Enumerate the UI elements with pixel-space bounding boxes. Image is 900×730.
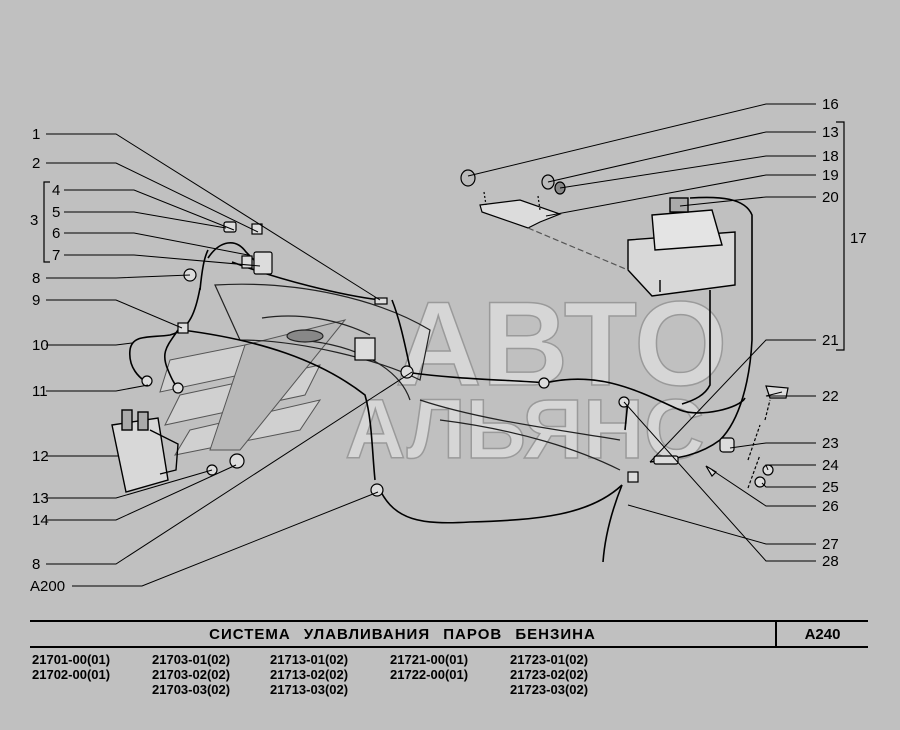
callout-leader [72,491,379,587]
callout-leader [64,254,261,267]
callout-leader [46,162,259,233]
callout-leader [729,442,816,449]
callout-label: 26 [822,498,839,515]
model-code: 21702-00(01) [32,667,111,682]
watermark-line2: АЛЬЯНС [345,382,705,476]
model-column: 21723-01(02) 21723-02(02) 21723-03(02) [510,652,588,697]
callout-leader [559,155,816,189]
callout-label: 23 [822,435,839,452]
callout-leader [46,133,381,301]
model-code: 21703-01(02) [152,652,231,667]
callout-leader [623,401,816,562]
callout-label: 5 [52,204,60,221]
callout-leader [46,299,183,329]
title-bar: СИСТЕМА УЛАВЛИВАНИЯ ПАРОВ БЕНЗИНА A240 [30,620,868,648]
callout-label: 10 [32,337,49,354]
callout-leader [761,482,816,488]
callout-leader [765,464,816,471]
model-code: 21721-00(01) [390,652,469,667]
callout-label: 6 [52,225,60,242]
model-code: 21723-02(02) [510,667,589,682]
model-code: 21722-00(01) [390,667,469,682]
callout-leader [46,469,213,499]
callout-label: 21 [822,332,839,349]
callout-label: 2 [32,155,40,172]
car-body-floor [214,283,621,471]
diagram-code: A240 [804,626,841,643]
separator-tank [627,197,736,297]
callout-leader [64,189,235,231]
callout-leader [711,469,816,507]
title-separator [775,622,777,646]
parts-diagram: АВТО АЛЬЯНС [30,96,867,595]
model-code: 21713-03(02) [270,682,349,697]
model-code: 21713-02(02) [270,667,349,682]
callout-label: 27 [822,536,839,553]
callout-leader [46,371,413,565]
callout-label: 25 [822,479,839,496]
callout-label: 20 [822,189,839,206]
callout-label: 8 [32,556,40,573]
model-list: 21701-00(01) 21702-00(01) 21703-01(02) 2… [32,652,652,722]
callout-leader [467,103,816,177]
callout-leader [545,174,816,217]
model-code: 21701-00(01) [32,652,111,667]
callout-layer: 12456738910111213148A2001613181920172122… [30,96,867,595]
callout-leader [64,232,249,256]
callout-leader [46,464,237,521]
adsorber-canister [111,409,179,493]
callout-label: 3 [30,212,38,229]
callout-label: 17 [850,230,867,247]
callout-label: 1 [32,126,40,143]
callout-label: 13 [32,490,49,507]
callout-label: 18 [822,148,839,165]
group-bracket [836,121,845,351]
callout-leader [649,339,816,463]
model-column: 21721-00(01) 21722-00(01) [390,652,468,682]
model-code: 21713-01(02) [270,652,349,667]
model-code: 21703-03(02) [152,682,231,697]
callout-leader [765,391,816,397]
callout-label: 8 [32,270,40,287]
bracket-assembly [460,169,771,489]
callout-leader [547,131,816,183]
callout-leader [46,274,191,279]
callout-label: 11 [32,383,48,400]
callout-leader [627,504,816,545]
model-column: 21713-01(02) 21713-02(02) 21713-03(02) [270,652,348,697]
watermark-line1: АВТО [395,277,727,411]
callout-label: 9 [32,292,40,309]
model-column: 21703-01(02) 21703-02(02) 21703-03(02) [152,652,230,697]
callout-leader [679,196,816,207]
model-code: 21703-02(02) [152,667,231,682]
callout-label: 13 [822,124,839,141]
callout-label: 4 [52,182,60,199]
model-code: 21723-03(02) [510,682,589,697]
callout-leader [64,211,227,229]
callout-label: 22 [822,388,839,405]
callout-label: 12 [32,448,49,465]
watermark: АВТО АЛЬЯНС [344,276,728,477]
group-bracket [43,181,50,263]
model-column: 21701-00(01) 21702-00(01) [32,652,110,682]
model-code: 21723-01(02) [510,652,589,667]
callout-label: 7 [52,247,60,264]
callout-label: 16 [822,96,839,113]
callout-label: 14 [32,512,49,529]
callout-label: 24 [822,457,839,474]
diagram-title: СИСТЕМА УЛАВЛИВАНИЯ ПАРОВ БЕНЗИНА [209,626,596,643]
callout-leader [46,384,149,392]
callout-label: 28 [822,553,839,570]
callout-leader [46,342,133,346]
callout-label: A200 [30,578,65,595]
callout-label: 19 [822,167,839,184]
logo-icon [159,319,347,456]
